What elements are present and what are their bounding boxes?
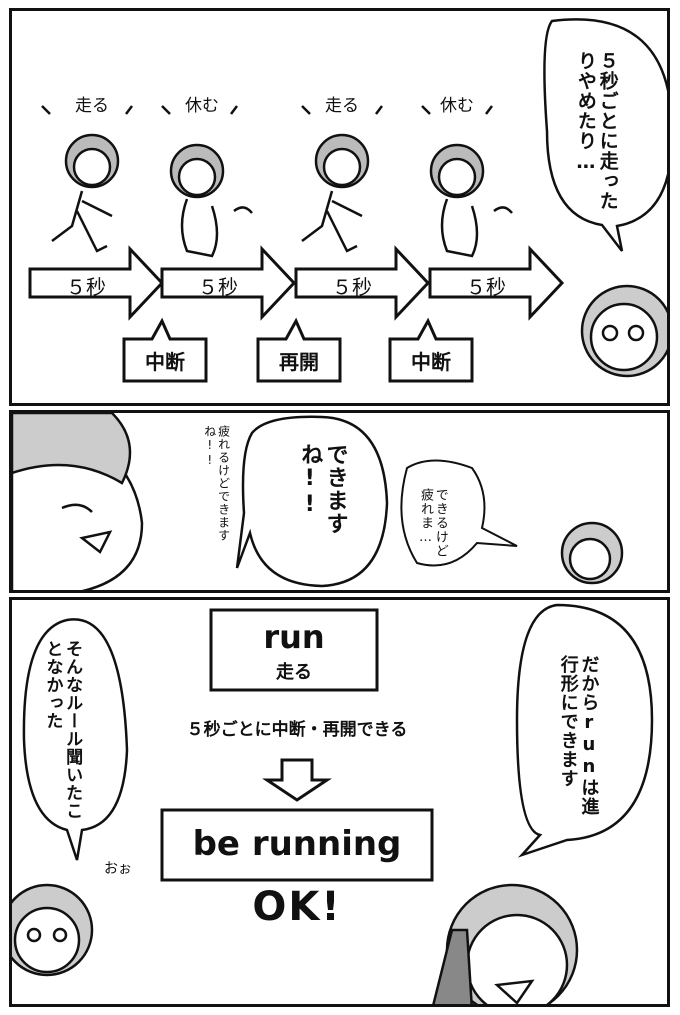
action-label-3: 走る (325, 96, 359, 116)
tag-pause-2: 中断 (411, 350, 451, 374)
action-label-4: 休む (440, 96, 474, 116)
arrow-4 (428, 245, 565, 321)
bubble-1-text: ５秒ごとに走ったりやめたり… (574, 51, 619, 211)
caption: ５秒ごとに中断・再開できる (186, 720, 408, 740)
tag-box-2 (256, 317, 342, 383)
tag-boxes (122, 317, 474, 383)
speech-bubble-1 (543, 18, 667, 252)
panel-2-drawing (12, 413, 624, 590)
right-speech-bubble (515, 603, 654, 858)
action-label-1: 走る (75, 96, 109, 116)
big-speech-bubble (235, 415, 389, 588)
arrow-label-4: ５秒 (466, 275, 506, 299)
man-hair (12, 413, 132, 485)
run-jp-label: 走る (276, 662, 312, 683)
tag-resume: 再開 (279, 350, 319, 374)
panel-1: 走る 休む 走る 休む ５秒 ５秒 ５秒 ５秒 中断 再開 中断 ５秒ごとに走っ… (9, 8, 670, 406)
arrow-label-2: ５秒 (198, 275, 238, 299)
be-running-label: be running (192, 824, 402, 864)
small-speech-bubble (400, 459, 518, 567)
left-speech-bubble (22, 618, 129, 861)
tag-box-3 (388, 317, 474, 383)
whisper-text: 疲れるけどできますね!! (202, 425, 231, 542)
panel-3: run 走る ５秒ごとに中断・再開できる be running OK! そんなル… (9, 597, 670, 1007)
characters (41, 105, 667, 378)
run-label: run (263, 618, 325, 656)
tag-box-1 (122, 317, 208, 383)
arrow-label-1: ５秒 (66, 275, 106, 299)
down-arrow (262, 758, 332, 802)
arrow-3 (294, 245, 431, 321)
big-bubble-text: できますね!! (297, 443, 348, 535)
be-running-box (160, 808, 434, 882)
right-bubble-text: だからrunは進行形にできます (557, 655, 600, 816)
action-label-2: 休む (185, 96, 219, 116)
arrow-2 (160, 245, 297, 321)
panel-2: できますね!! できるけど疲れま… 疲れるけどできますね!! (9, 410, 670, 593)
ok-exclamation: OK! (252, 884, 342, 930)
timeline-arrows (28, 245, 565, 321)
arrow-label-3: ５秒 (332, 275, 372, 299)
run-box (209, 608, 379, 692)
panel-3-drawing (12, 603, 654, 1004)
arrow-1 (28, 245, 165, 321)
tag-pause-1: 中断 (145, 350, 185, 374)
small-bubble-text: できるけど疲れま… (417, 488, 448, 558)
left-bubble-text: そんなルール聞いたことなかった (42, 640, 83, 820)
exclaim-text: おぉ (104, 861, 132, 877)
panel-1-drawing (28, 18, 667, 383)
characters-3 (12, 883, 579, 1004)
